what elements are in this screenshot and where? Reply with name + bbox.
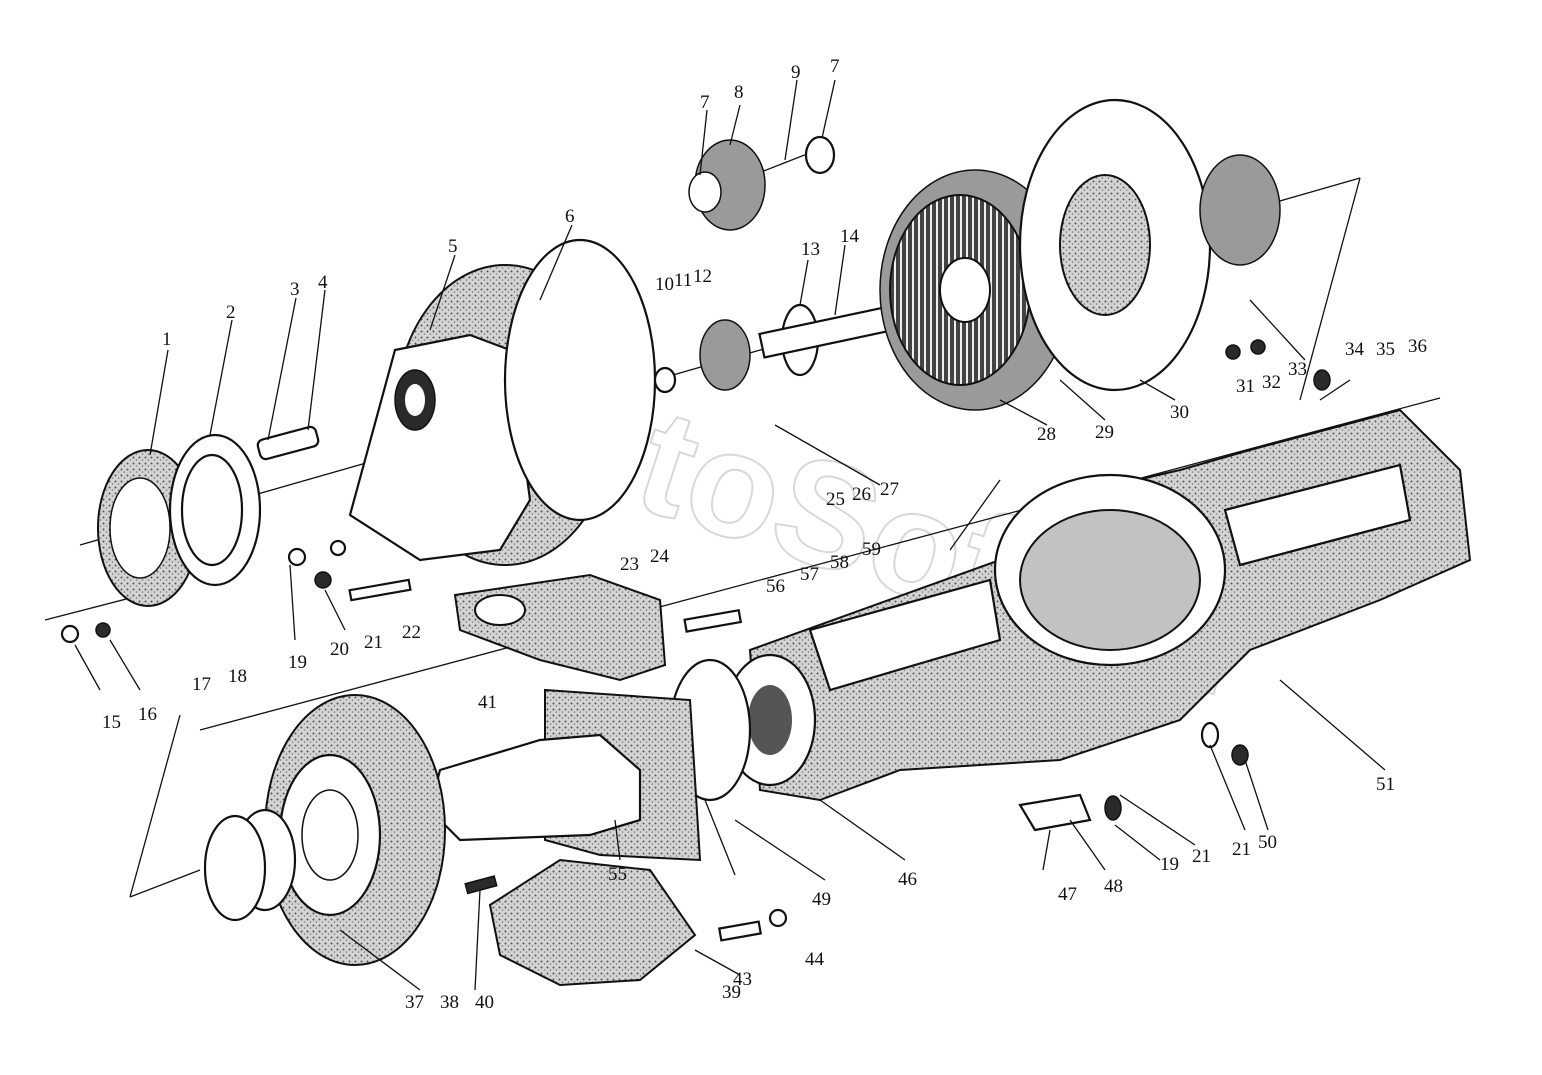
callout-19b: 19	[1160, 854, 1179, 875]
callout-19: 19	[288, 652, 307, 673]
callout-38: 38	[440, 992, 459, 1013]
callout-1: 1	[162, 329, 172, 350]
callout-22: 22	[402, 622, 421, 643]
callout-28: 28	[1037, 424, 1056, 445]
callout-49: 49	[812, 889, 831, 910]
callout-48: 48	[1104, 876, 1123, 897]
part-15-bolt	[60, 624, 80, 644]
callout-23: 23	[620, 554, 639, 575]
part-19-plug	[287, 547, 307, 567]
callout-labels: 1 2 3 4 5 6 7 8 9 7 10 11 12 13 14 15 16…	[102, 56, 1427, 1013]
part-22-bolt	[348, 578, 412, 602]
callout-5: 5	[448, 236, 458, 257]
part-34-breather	[1313, 369, 1331, 391]
callout-7: 7	[700, 92, 710, 113]
part-21-washer	[329, 539, 347, 557]
callout-55: 55	[608, 864, 627, 885]
callout-6: 6	[565, 206, 575, 227]
part-17-ring	[203, 814, 267, 922]
callout-59: 59	[862, 539, 881, 560]
callout-32: 32	[1262, 372, 1281, 393]
callout-21c: 21	[1232, 839, 1251, 860]
callout-11: 11	[674, 270, 692, 291]
callout-16: 16	[138, 704, 157, 725]
callout-34: 34	[1345, 339, 1365, 360]
part-44-nut	[768, 908, 788, 928]
callout-14: 14	[840, 226, 860, 247]
callout-13: 13	[801, 239, 820, 260]
part-31-nut	[1225, 344, 1241, 360]
callout-37: 37	[405, 992, 424, 1013]
part-37-brake-disc	[264, 694, 446, 966]
part-caliper-upper	[453, 573, 743, 682]
part-2-gasket	[168, 433, 262, 587]
callout-9: 9	[791, 62, 801, 83]
callout-47: 47	[1058, 884, 1077, 905]
callout-18: 18	[228, 666, 247, 687]
part-8-gear	[688, 135, 836, 231]
callout-24: 24	[650, 546, 670, 567]
callout-58: 58	[830, 552, 849, 573]
callout-17: 17	[192, 674, 211, 695]
part-32-nut	[1250, 339, 1266, 355]
callout-20: 20	[330, 639, 349, 660]
callout-39: 39	[722, 982, 741, 1003]
part-16-washer	[95, 622, 111, 638]
callout-8: 8	[734, 82, 744, 103]
callout-43: 43	[733, 969, 752, 990]
part-21b-washer	[1200, 721, 1220, 749]
part-41-spindle	[428, 733, 642, 842]
callout-21: 21	[364, 632, 383, 653]
callout-25: 25	[826, 489, 845, 510]
callout-57: 57	[800, 564, 819, 585]
callout-46: 46	[898, 869, 917, 890]
callout-50: 50	[1258, 832, 1277, 853]
callout-30: 30	[1170, 402, 1189, 423]
part-51-axle-housing	[723, 408, 1472, 802]
callout-31: 31	[1236, 376, 1255, 397]
callout-35: 35	[1376, 339, 1395, 360]
callout-10: 10	[655, 274, 674, 295]
callout-40: 40	[475, 992, 494, 1013]
part-30-carrier	[1018, 98, 1281, 392]
part-43-bolt	[717, 920, 763, 942]
part-50-plug	[1231, 744, 1249, 766]
part-20-fitting	[314, 571, 332, 589]
callout-2: 2	[226, 302, 236, 323]
callout-41: 41	[478, 692, 497, 713]
callout-7b: 7	[830, 56, 840, 77]
callout-33: 33	[1288, 359, 1307, 380]
callout-26: 26	[852, 484, 871, 505]
callout-4: 4	[318, 272, 328, 293]
callout-29: 29	[1095, 422, 1114, 443]
callout-12: 12	[693, 266, 712, 287]
part-19b-fitting	[1104, 795, 1122, 821]
callout-44: 44	[805, 949, 825, 970]
part-3-pin	[256, 425, 320, 461]
part-6-flange	[503, 238, 657, 522]
part-38-screw	[464, 875, 498, 895]
callout-36: 36	[1408, 336, 1427, 357]
part-48-plate	[1018, 793, 1092, 832]
callout-15: 15	[102, 712, 121, 733]
callout-21b: 21	[1192, 846, 1211, 867]
leader-lines	[74, 79, 1386, 991]
callout-51: 51	[1376, 774, 1395, 795]
callout-27: 27	[880, 479, 899, 500]
callout-3: 3	[290, 279, 300, 300]
callout-56: 56	[766, 576, 785, 597]
part-39-caliper-lower	[488, 858, 697, 987]
